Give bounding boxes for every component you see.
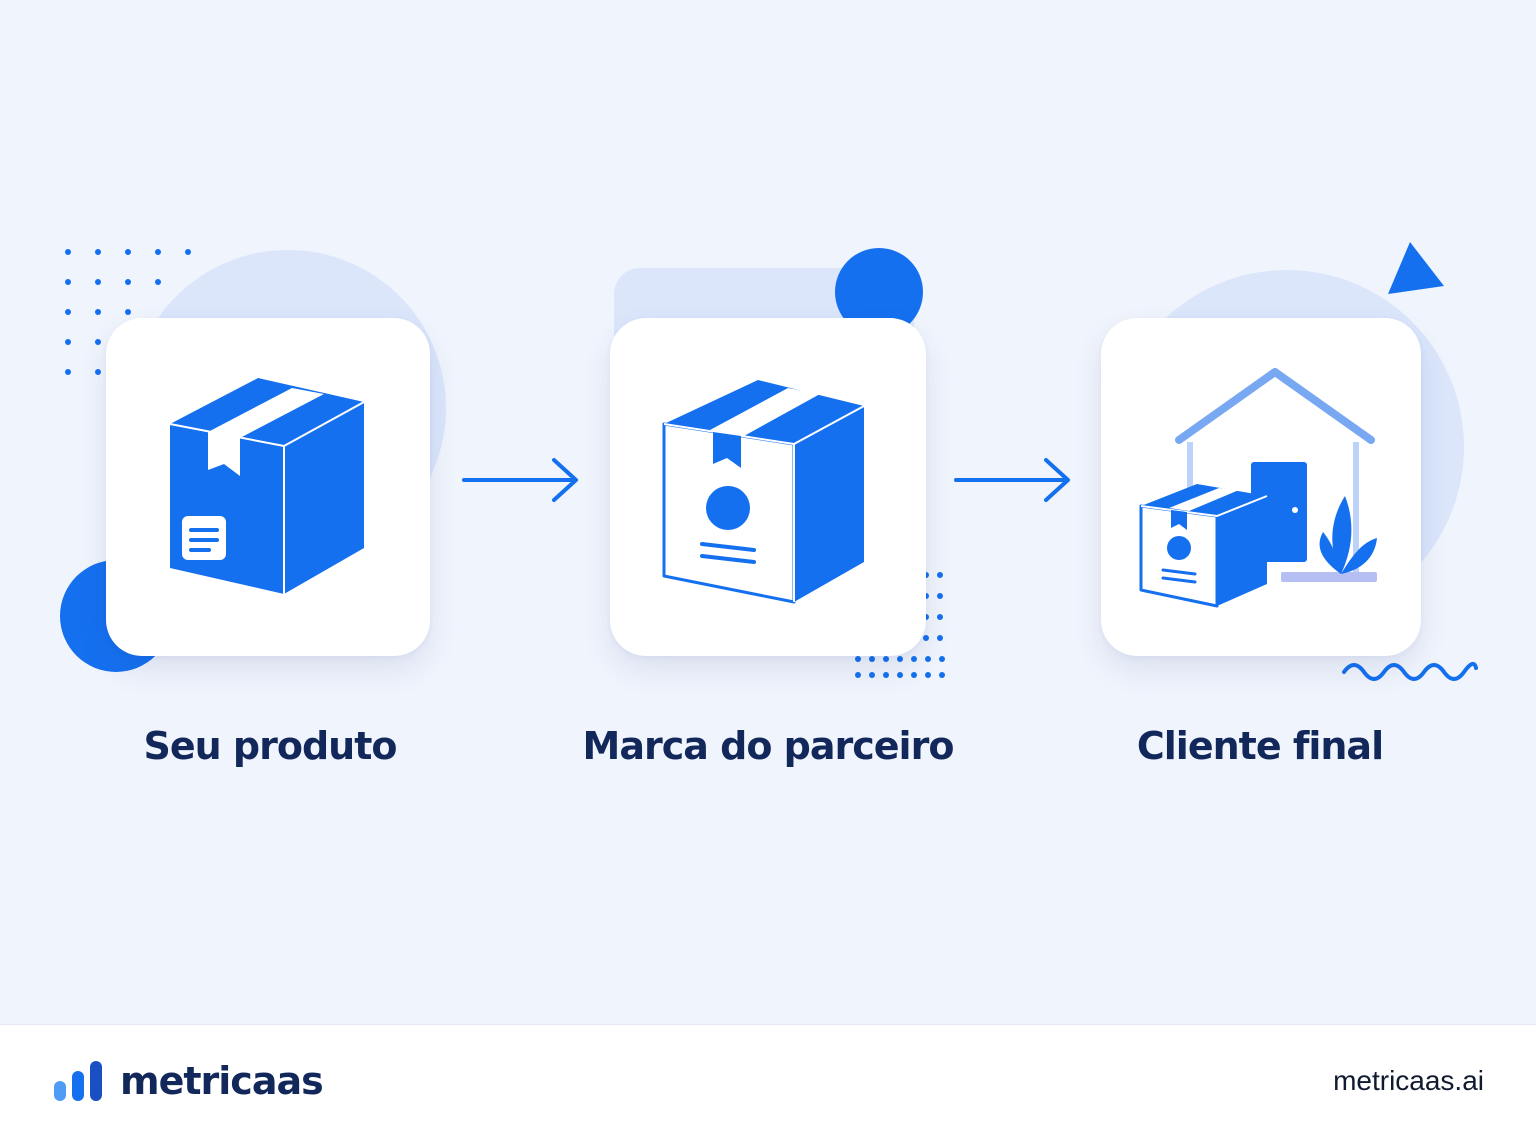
house-delivery-icon <box>1139 368 1377 608</box>
triangle-shape <box>1388 242 1444 294</box>
branded-box-icon <box>662 380 865 604</box>
wave-shape <box>1342 661 1478 681</box>
footer: metricaas metricaas.ai <box>0 1024 1536 1137</box>
arrow-right-icon <box>462 458 578 502</box>
site-url[interactable]: metricaas.ai <box>1333 1065 1484 1096</box>
diagram-stage: Seu produto Marca do parceiro Cliente fi… <box>60 242 1478 768</box>
box-icon <box>169 378 365 594</box>
bar-chart-logo-icon <box>54 1061 102 1101</box>
dots-pattern-left <box>65 249 191 375</box>
arrow-right-icon <box>954 458 1070 502</box>
dots-pattern-middle <box>855 572 945 678</box>
step-card-seu-produto <box>106 318 430 656</box>
brand-name: metricaas <box>120 1059 324 1103</box>
step-label: Seu produto <box>143 724 398 768</box>
step-label: Cliente final <box>1136 724 1384 768</box>
step-label: Marca do parceiro <box>582 724 955 768</box>
step-card-cliente-final <box>1101 318 1421 656</box>
step-card-marca-do-parceiro <box>610 318 926 656</box>
